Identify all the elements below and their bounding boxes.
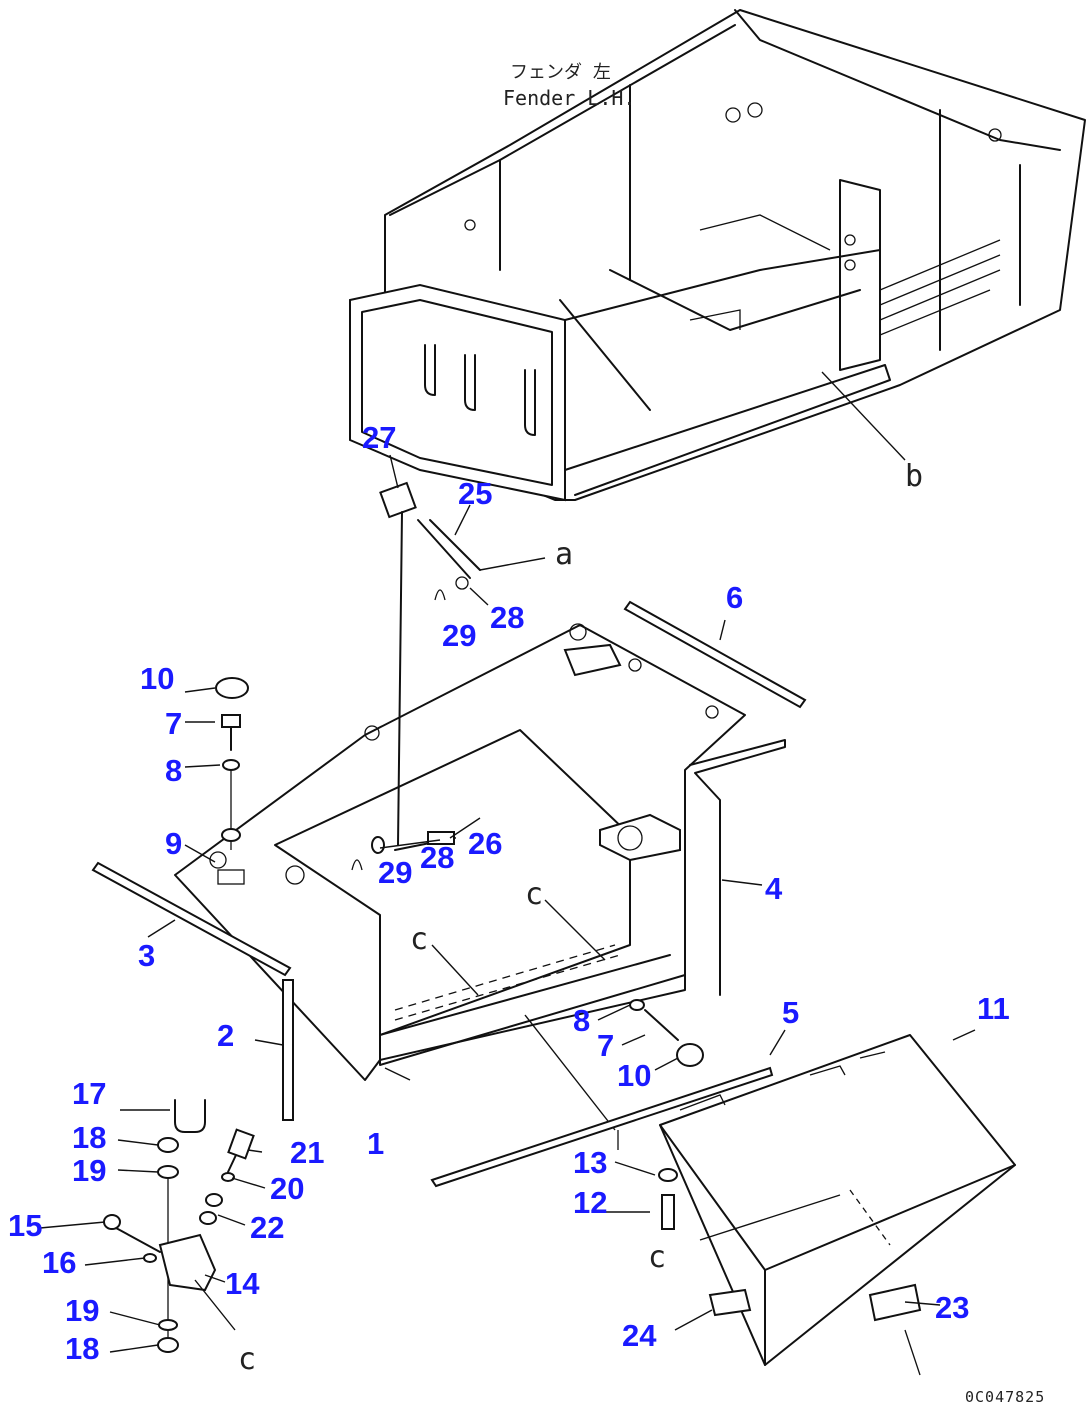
part-label-28-inner: 28 xyxy=(420,840,455,875)
view-ref-c-1: c xyxy=(410,922,429,957)
part-label-3: 3 xyxy=(138,938,156,973)
part-label-6: 6 xyxy=(726,580,744,615)
part-label-7: 7 xyxy=(165,706,183,741)
part-label-16: 16 xyxy=(42,1245,77,1280)
pin-assembly xyxy=(351,831,456,871)
fixture-right xyxy=(629,999,704,1067)
part-label-4: 4 xyxy=(765,871,783,906)
part-label-2: 2 xyxy=(217,1018,235,1053)
part-label-24: 24 xyxy=(622,1318,657,1353)
part-label-28: 28 xyxy=(490,600,525,635)
part-label-14: 14 xyxy=(225,1266,260,1301)
part-label-22: 22 xyxy=(250,1210,285,1245)
battery-box xyxy=(174,623,746,1131)
part-label-9: 9 xyxy=(165,826,183,861)
part-label-12: 12 xyxy=(573,1185,608,1220)
part-label-15: 15 xyxy=(8,1208,43,1243)
part-label-17: 17 xyxy=(72,1076,107,1111)
view-ref-b: b xyxy=(905,459,924,494)
part-label-29-inner: 29 xyxy=(378,855,413,890)
part-label-18-lower: 18 xyxy=(65,1331,100,1366)
part-label-8: 8 xyxy=(165,753,183,788)
view-ref-c-2: c xyxy=(525,877,544,912)
part-label-19-lower: 19 xyxy=(65,1293,100,1328)
part-label-5: 5 xyxy=(782,995,800,1030)
part-label-7-right: 7 xyxy=(597,1028,615,1063)
label-leaders xyxy=(39,454,976,1353)
battery-cover xyxy=(617,1034,1016,1376)
part-label-21: 21 xyxy=(290,1135,325,1170)
part-label-23: 23 xyxy=(935,1290,970,1325)
drawing-number: 0C047825 xyxy=(965,1388,1046,1406)
stay-assembly xyxy=(379,481,546,846)
part-label-26: 26 xyxy=(468,826,503,861)
part-label-25: 25 xyxy=(458,476,493,511)
part-label-10: 10 xyxy=(140,661,175,696)
view-ref-a: a xyxy=(555,537,574,572)
part-label-13: 13 xyxy=(573,1145,608,1180)
fender-note-en: Fender L.H. xyxy=(503,86,636,110)
part-label-10-right: 10 xyxy=(617,1058,652,1093)
view-ref-c-4: c xyxy=(238,1342,257,1377)
part-label-19: 19 xyxy=(72,1153,107,1188)
part-label-18: 18 xyxy=(72,1120,107,1155)
part-label-1: 1 xyxy=(367,1126,385,1161)
part-label-8-right: 8 xyxy=(573,1003,591,1038)
clamp-assembly xyxy=(103,1099,255,1353)
seal-strips xyxy=(91,600,807,1188)
part-label-20: 20 xyxy=(270,1171,305,1206)
fender-frame xyxy=(349,9,1086,502)
part-label-27: 27 xyxy=(362,420,397,455)
view-ref-c-3: c xyxy=(648,1240,667,1275)
part-label-11: 11 xyxy=(977,991,1010,1026)
fixture-left xyxy=(215,677,249,850)
part-label-29: 29 xyxy=(442,618,477,653)
fender-note-jp: フェンダ 左 xyxy=(510,62,611,83)
